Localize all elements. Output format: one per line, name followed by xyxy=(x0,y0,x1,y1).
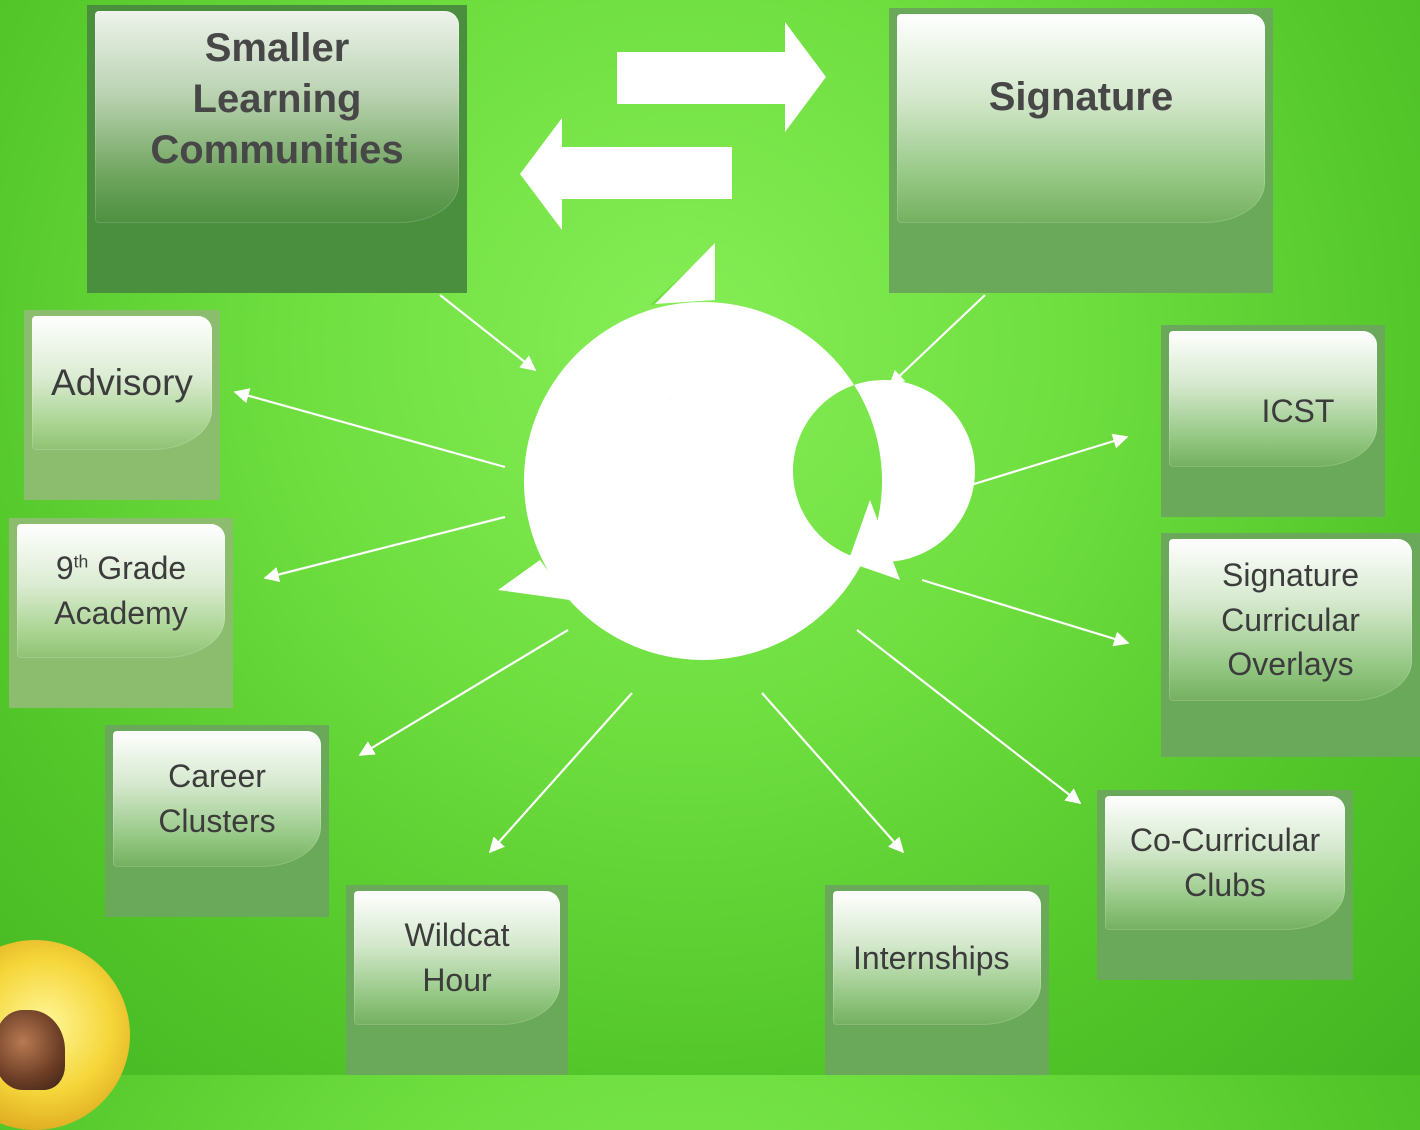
inner-wedge-b xyxy=(668,392,716,443)
node-internships: Internships xyxy=(825,885,1049,1075)
exchange-arrows-icon xyxy=(0,0,1420,1075)
cycle-arrowhead-left xyxy=(498,560,570,600)
inner-wedge-d xyxy=(613,478,662,545)
left-block-arrow xyxy=(520,118,732,230)
node-9th-grade-academy: 9th Grade Academy xyxy=(9,518,233,708)
node-label: Signature Curricular Overlays xyxy=(1221,556,1360,683)
cycle-arrowhead-right xyxy=(848,500,900,580)
connector-to-9th-grade xyxy=(263,515,506,583)
node-label: Co-Curricular Clubs xyxy=(1129,822,1321,903)
connector-slc-to-cycle xyxy=(439,294,537,371)
connector-to-advisory xyxy=(233,388,506,469)
node-label: Internships xyxy=(853,939,1010,976)
connector-to-co-curricular xyxy=(856,629,1082,804)
diagram-connectors xyxy=(233,294,1130,854)
node-smaller-learning-communities: Smaller Learning Communities xyxy=(87,5,467,293)
node-advisory: Advisory xyxy=(24,310,220,500)
inner-wedge-c xyxy=(725,452,788,505)
cycle-arrowhead-top xyxy=(655,243,715,304)
connector-to-wildcat-hour xyxy=(488,692,633,854)
connector-to-internships xyxy=(761,692,905,854)
mascot-icon xyxy=(0,1010,65,1090)
node-label: Wildcat Hour xyxy=(404,917,510,998)
node-career-clusters: Career Clusters xyxy=(105,725,329,917)
node-label: 9th Grade Academy xyxy=(54,550,188,631)
connector-signature-to-cycle xyxy=(888,294,986,387)
node-label: Signature xyxy=(988,75,1174,119)
node-icst: ICST xyxy=(1161,325,1385,517)
node-signature-curricular-overlays: Signature Curricular Overlays xyxy=(1161,533,1420,757)
node-signature: Signature xyxy=(889,8,1273,293)
connector-to-career-clusters xyxy=(358,629,569,756)
cycle-arrows-icon xyxy=(498,243,900,600)
right-block-arrow xyxy=(617,22,826,132)
connector-to-signature-overlays xyxy=(921,578,1130,647)
node-label: Career Clusters xyxy=(158,758,276,839)
node-label: ICST xyxy=(1261,393,1335,429)
node-co-curricular-clubs: Co-Curricular Clubs xyxy=(1097,790,1353,980)
node-label: Advisory xyxy=(51,362,193,404)
node-wildcat-hour: Wildcat Hour xyxy=(346,885,568,1075)
node-label: Smaller Learning Communities xyxy=(150,26,404,172)
